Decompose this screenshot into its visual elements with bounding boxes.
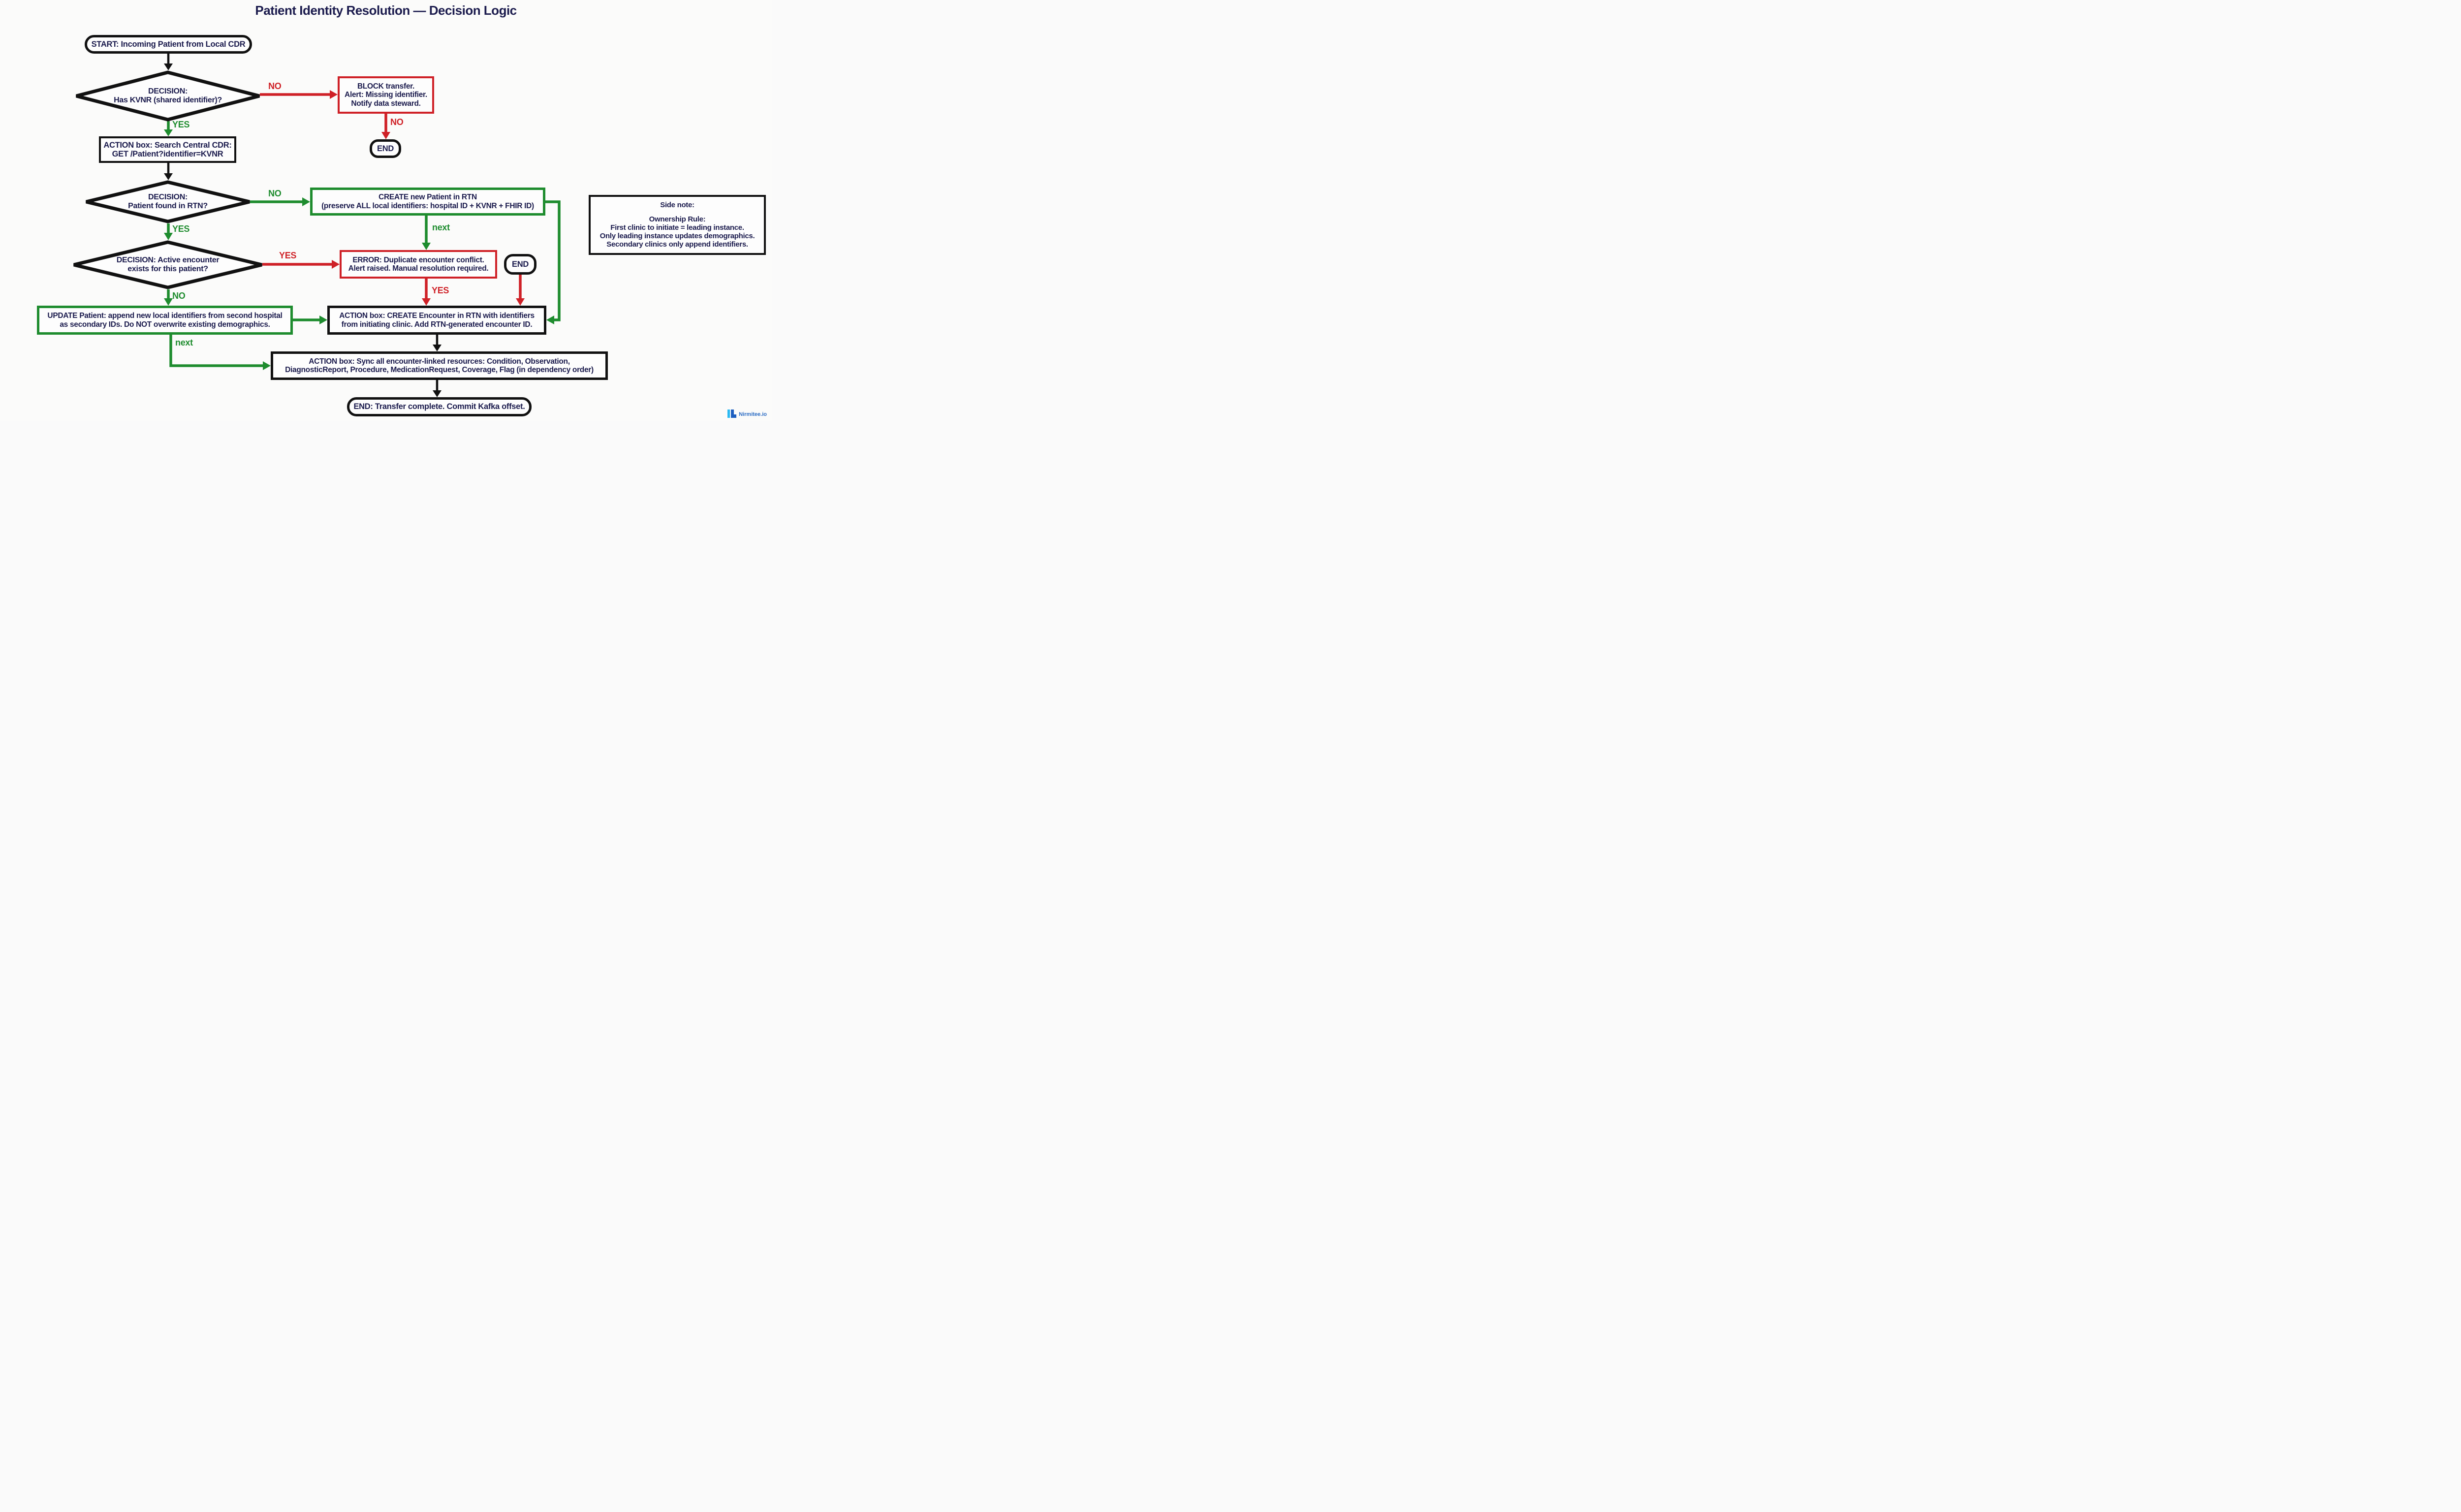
arrowhead-decision3-no-to-update (164, 298, 173, 306)
node-error-duplicate: ERROR: Duplicate encounter conflict. Ale… (340, 250, 497, 279)
edge-label-d2-no: NO (268, 189, 282, 198)
nirmitee-logo-icon (727, 410, 737, 419)
node-action-create-encounter: ACTION box: CREATE Encounter in RTN with… (327, 306, 546, 335)
arrowhead-block-to-end1 (381, 132, 390, 139)
node-start: START: Incoming Patient from Local CDR (85, 35, 252, 54)
watermark: Nirmitee.io (727, 410, 767, 419)
arrowhead-start-to-decision1 (164, 63, 173, 70)
edge-label-d3-yes: YES (279, 251, 297, 260)
side-note-title: Side note: (660, 200, 694, 209)
arrowhead-create-next-to-error (422, 243, 431, 250)
arrowhead-error-to-action2 (422, 298, 431, 306)
page-title: Patient Identity Resolution — Decision L… (255, 3, 517, 18)
arrowhead-sync-to-end3 (433, 390, 442, 397)
edge-label-create-next: next (432, 222, 450, 232)
node-action-sync-resources: ACTION box: Sync all encounter-linked re… (271, 351, 608, 380)
node-side-note: Side note: Ownership Rule: First clinic … (589, 195, 766, 255)
edge-label-block-no: NO (390, 117, 404, 127)
node-update-patient: UPDATE Patient: append new local identif… (37, 306, 293, 335)
arrowhead-decision2-yes-to-decision3 (164, 233, 173, 240)
node-create-patient: CREATE new Patient in RTN (preserve ALL … (310, 188, 545, 216)
edge-label-d2-yes: YES (172, 224, 190, 234)
arrowhead-decision1-yes-to-action1 (164, 129, 173, 136)
diamond-shape-2 (86, 180, 250, 223)
node-decision-active-encounter-text: DECISION: Active encounter exists for th… (116, 256, 220, 273)
arrowhead-update-to-action2 (319, 315, 327, 324)
arrowhead-decision3-yes-to-error (332, 260, 340, 269)
node-start-label: START: Incoming Patient from Local CDR (91, 39, 246, 49)
arrowhead-action2-to-sync (433, 345, 442, 351)
edge-label-d1-yes: YES (172, 120, 190, 129)
arrowhead-decision1-no-to-block (330, 90, 338, 99)
node-decision-active-encounter: DECISION: Active encounter exists for th… (72, 240, 264, 289)
node-decision-patient-found: DECISION: Patient found in RTN? (84, 180, 252, 223)
arrowhead-action1-to-decision2 (164, 173, 173, 180)
diamond-shape-1 (76, 70, 260, 122)
flowchart-canvas: Patient Identity Resolution — Decision L… (0, 0, 772, 421)
connector-overlay (164, 54, 561, 397)
edge-update-next-to-sync (169, 335, 263, 367)
node-end-2: END (504, 254, 536, 275)
arrowhead-decision2-no-to-create (302, 197, 310, 206)
edge-create-loop-to-action2 (545, 200, 561, 321)
edge-label-error-yes: YES (432, 285, 449, 295)
edge-label-update-next: next (175, 338, 193, 347)
node-decision-has-kvnr-text: DECISION: Has KVNR (shared identifier)? (114, 87, 222, 104)
node-decision-patient-found-text: DECISION: Patient found in RTN? (128, 193, 208, 210)
node-decision-has-kvnr: DECISION: Has KVNR (shared identifier)? (74, 70, 261, 122)
node-end-1: END (370, 139, 401, 158)
node-action-search-cdr: ACTION box: Search Central CDR: GET /Pat… (99, 136, 236, 163)
diamond-shape-3 (73, 240, 262, 289)
node-block-transfer: BLOCK transfer. Alert: Missing identifie… (338, 76, 434, 114)
arrowhead-end2-to-action2 (516, 298, 525, 306)
watermark-text: Nirmitee.io (739, 411, 767, 417)
arrowhead-update-next-to-sync (263, 361, 271, 370)
edge-label-d3-no: NO (172, 291, 186, 301)
edge-label-d1-no: NO (268, 81, 282, 91)
node-end-final: END: Transfer complete. Commit Kafka off… (347, 397, 532, 416)
arrowhead-create-loop-to-action2 (546, 315, 554, 324)
